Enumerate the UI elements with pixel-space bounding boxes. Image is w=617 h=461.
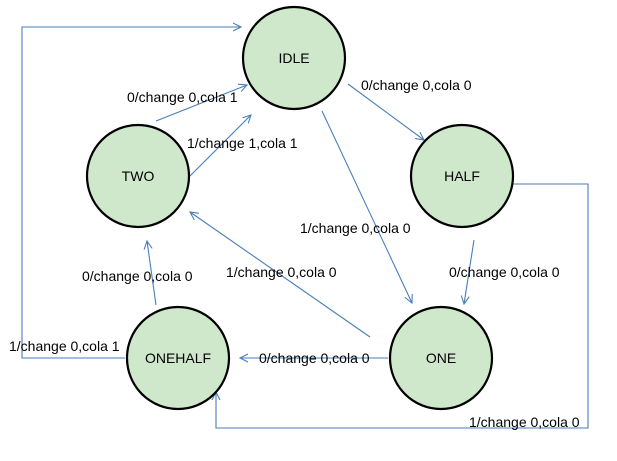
edge-idle-to-half bbox=[347, 83, 424, 140]
edge-onehalf-to-two bbox=[147, 241, 157, 306]
edge-two-to-idle-1 bbox=[189, 115, 251, 177]
label-onehalf-to-two: 0/change 0,cola 0 bbox=[82, 268, 193, 284]
label-idle-to-half: 0/change 0,cola 0 bbox=[361, 77, 472, 93]
edge-onehalf-to-idle bbox=[21, 27, 241, 359]
label-onehalf-to-idle: 1/change 0,cola 1 bbox=[9, 338, 120, 354]
state-half-label: HALF bbox=[444, 168, 480, 184]
edge-one-to-two bbox=[190, 212, 371, 338]
state-two: TWO bbox=[85, 123, 191, 229]
edge-half-to-onehalf bbox=[216, 183, 589, 429]
edge-half-to-one bbox=[464, 239, 475, 304]
state-one: ONE bbox=[388, 305, 494, 411]
state-idle: IDLE bbox=[241, 5, 347, 111]
edge-idle-to-one bbox=[321, 110, 412, 303]
label-half-to-onehalf: 1/change 0,cola 0 bbox=[469, 414, 580, 430]
state-idle-label: IDLE bbox=[278, 50, 309, 66]
label-two-to-idle-0: 0/change 0,cola 1 bbox=[127, 89, 238, 105]
state-half: HALF bbox=[409, 123, 515, 229]
label-idle-to-one: 1/change 0,cola 0 bbox=[300, 220, 411, 236]
label-one-to-onehalf: 0/change 0,cola 0 bbox=[259, 350, 370, 366]
state-onehalf: ONEHALF bbox=[125, 305, 231, 411]
state-one-label: ONE bbox=[426, 350, 456, 366]
state-onehalf-label: ONEHALF bbox=[145, 350, 211, 366]
label-two-to-idle-1: 1/change 1,cola 1 bbox=[187, 135, 298, 151]
label-half-to-one: 0/change 0,cola 0 bbox=[449, 264, 560, 280]
edge-two-to-idle-0 bbox=[155, 85, 247, 122]
label-one-to-two: 1/change 0,cola 0 bbox=[226, 264, 337, 280]
state-two-label: TWO bbox=[122, 168, 155, 184]
